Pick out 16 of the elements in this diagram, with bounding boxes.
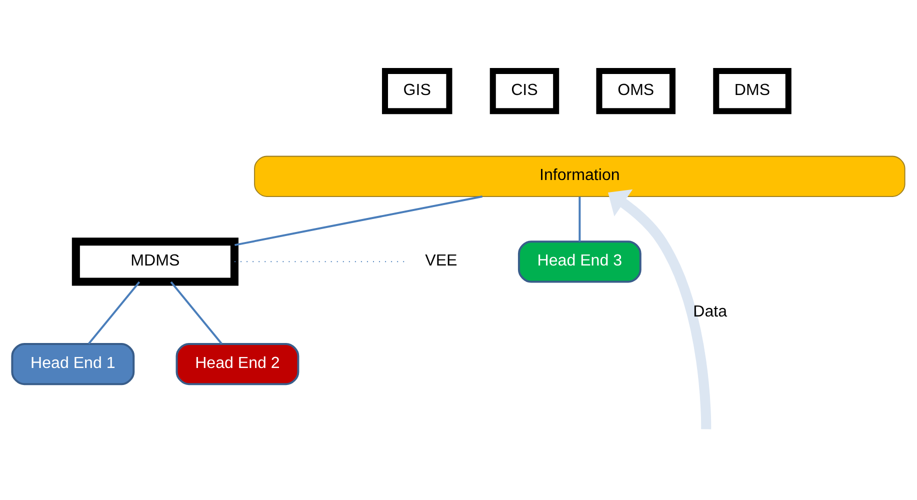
connector bbox=[170, 280, 222, 344]
node-box: CIS bbox=[490, 68, 560, 114]
connector bbox=[88, 280, 140, 344]
arrow bbox=[608, 188, 712, 429]
edge-label: Data bbox=[693, 302, 728, 320]
node-box: Head End 3 bbox=[518, 240, 642, 282]
node-box: Information bbox=[254, 155, 906, 196]
node-box: Head End 1 bbox=[11, 342, 135, 385]
node-box: MDMS bbox=[72, 237, 238, 286]
node-box: OMS bbox=[596, 68, 676, 114]
node-box: Head End 2 bbox=[176, 342, 300, 385]
node-text: VEE bbox=[425, 250, 458, 269]
connector bbox=[578, 196, 581, 241]
node-box: DMS bbox=[713, 68, 792, 114]
connector bbox=[234, 195, 482, 246]
node-box: GIS bbox=[382, 68, 452, 114]
